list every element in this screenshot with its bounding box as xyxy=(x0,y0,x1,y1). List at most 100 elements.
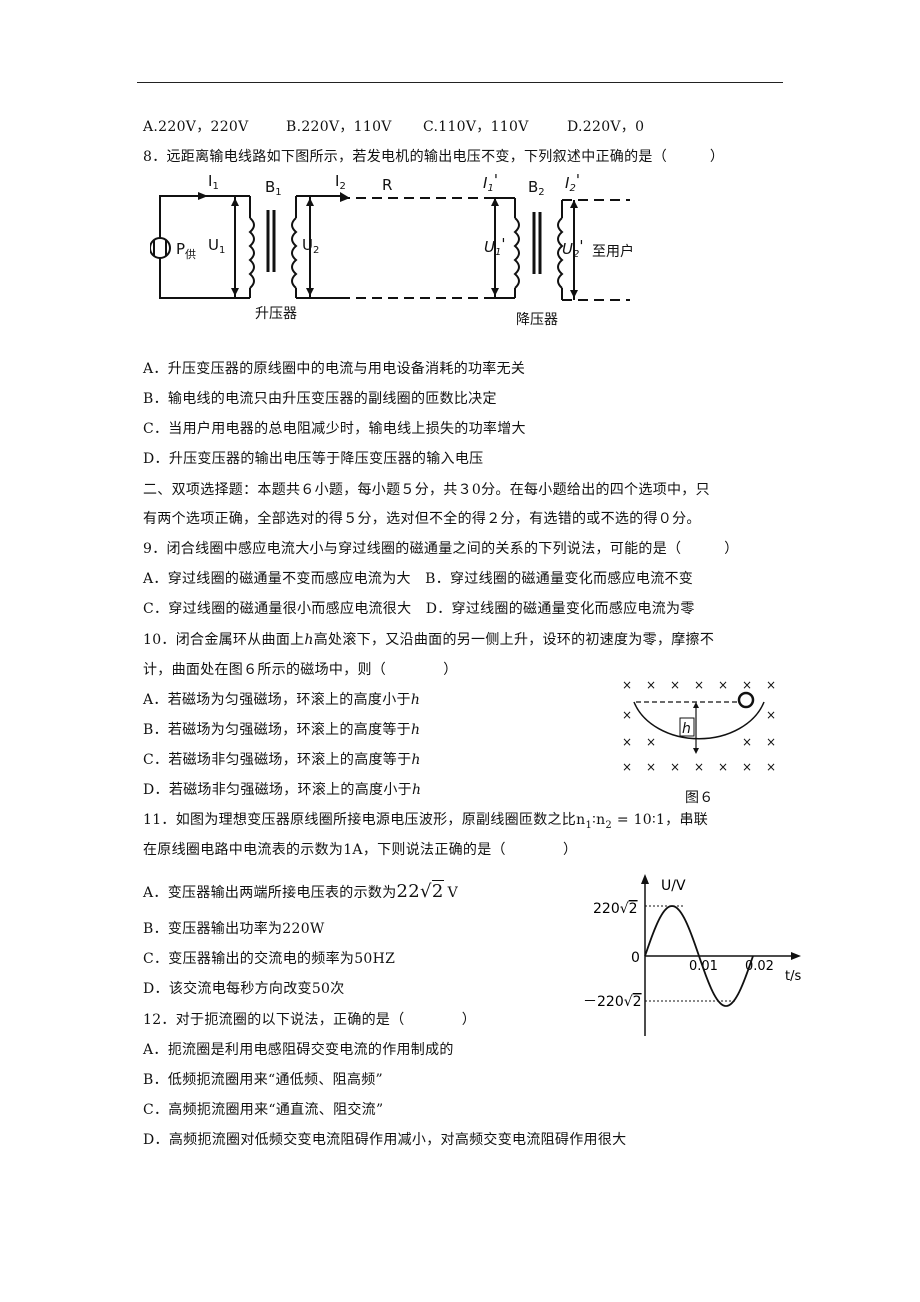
label-p-sub: 供 xyxy=(185,247,196,261)
q12-option-b: B．低频扼流圈用来“通低频、阻高频” xyxy=(143,1072,384,1088)
svg-text:I1': I1' xyxy=(483,171,498,194)
svg-text:×: × xyxy=(622,708,632,722)
q10-option-b: B．若磁场为匀强磁场，环滚上的高度等于h xyxy=(143,720,420,740)
y-axis-label: U/V xyxy=(661,878,686,894)
tick-y-neg-sqrt: √ xyxy=(624,994,633,1010)
svg-text:B2: B2 xyxy=(528,178,545,198)
tick-y-zero: 0 xyxy=(631,950,640,966)
q10-h: h xyxy=(304,632,314,648)
label-b1-sub: 1 xyxy=(275,187,281,198)
q11-line2: 在原线圈电路中电流表的示数为1A，下则说法正确的是（ ） xyxy=(143,842,578,858)
x-axis-label: t/s xyxy=(785,969,801,984)
svg-text:×: × xyxy=(694,760,704,774)
label-i1p-sub: 1 xyxy=(487,183,493,194)
label-b1: B xyxy=(265,178,275,196)
tick-y-pos-root: 2 xyxy=(629,901,638,917)
q8-option-a: A．升压变压器的原线圈中的电流与用电设备消耗的功率无关 xyxy=(143,361,526,377)
label-step-up: 升压器 xyxy=(255,306,297,322)
label-i2: I xyxy=(335,172,339,190)
top-option-a: A.220V，220V xyxy=(143,119,249,135)
svg-text:×: × xyxy=(742,760,752,774)
q12-option-d: D．高频扼流圈对低频交变电流阻碍作用减小，对高频交变电流阻碍作用很大 xyxy=(143,1132,627,1148)
label-i1: I xyxy=(208,172,212,190)
tick-y-neg-num: －220 xyxy=(583,994,624,1010)
label-u1p-sub: 1 xyxy=(495,247,501,258)
q8-option-d: D．升压变压器的输出电压等于降压变压器的输入电压 xyxy=(143,451,484,467)
q9-row1: A．穿过线圈的磁通量不变而感应电流为大 B．穿过线圈的磁通量变化而感应电流不变 xyxy=(143,571,694,587)
q11-option-a-text: A．变压器输出两端所接电压表的示数为 xyxy=(143,885,397,901)
field-crosses: ××××××× ×× ×××× ××××××× xyxy=(622,678,776,774)
svg-text:I1: I1 xyxy=(208,172,219,192)
q11-option-a-root: 2 xyxy=(431,880,444,902)
svg-text:×: × xyxy=(718,678,728,692)
label-u2p-prime: ' xyxy=(579,237,583,255)
label-i2p-prime: ' xyxy=(576,171,580,189)
q11-line1: 11．如图为理想变压器原线圈所接电源电压波形，原副线圈匝数之比n1∶n2 = 1… xyxy=(143,810,708,836)
q11-option-a-sqrt: √2 xyxy=(420,880,444,902)
top-option-b: B.220V，110V xyxy=(286,119,392,135)
svg-text:I2': I2' xyxy=(565,171,580,194)
q11-line1-a: 11．如图为理想变压器原线圈所接电源电压波形，原副线圈匝数之比 xyxy=(143,812,577,828)
svg-text:B1: B1 xyxy=(265,178,282,198)
label-u1: U xyxy=(208,236,219,254)
q10-option-c-text: C．若磁场非匀强磁场，环滚上的高度等于 xyxy=(143,752,412,768)
label-u2-sub: 2 xyxy=(313,245,319,256)
label-p: P xyxy=(176,240,185,258)
q10-option-a-text: A．若磁场为匀强磁场，环滚上的高度小于 xyxy=(143,692,411,708)
q10-line1: 10．闭合金属环从曲面上h高处滚下，又沿曲面的另一侧上升，设环的初速度为零，摩擦… xyxy=(143,630,714,650)
label-u1-sub: 1 xyxy=(219,245,225,256)
label-to-user: 至用户 xyxy=(592,243,634,260)
q12-option-a: A．扼流圈是利用电感阻碍交变电流的作用制成的 xyxy=(143,1042,454,1058)
q10-figure-caption: 图６ xyxy=(685,790,714,806)
svg-text:I2: I2 xyxy=(335,172,346,192)
label-b2: B xyxy=(528,178,538,196)
q10-option-d-h: h xyxy=(411,782,422,798)
q8-option-c: C．当用户用电器的总电阻减少时，输电线上损失的功率增大 xyxy=(143,421,526,437)
q10-option-d-text: D．若磁场非匀强磁场，环滚上的高度小于 xyxy=(143,782,412,798)
label-i2p-sub: 2 xyxy=(569,183,575,194)
q12-option-c: C．高频扼流圈用来“通直流、阻交流” xyxy=(143,1102,384,1118)
q11-n1-sub: 1 xyxy=(585,819,593,831)
label-i1-sub: 1 xyxy=(212,181,218,192)
q10-line1-a: 10．闭合金属环从曲面上 xyxy=(143,632,305,648)
q12-stem: 12．对于扼流圈的以下说法，正确的是（ ） xyxy=(143,1012,477,1028)
section2-line2: 有两个选项正确，全部选对的得５分，选对但不全的得２分，有选错的或不选的得０分。 xyxy=(143,511,701,527)
q9-row2: C．穿过线圈的磁通量很小而感应电流很大 D．穿过线圈的磁通量变化而感应电流为零 xyxy=(143,601,695,617)
svg-text:×: × xyxy=(742,678,752,692)
svg-text:P供: P供 xyxy=(176,240,196,261)
top-option-c: C.110V，110V xyxy=(423,119,529,135)
svg-text:×: × xyxy=(646,760,656,774)
q9-stem: 9．闭合线圈中感应电流大小与穿过线圈的磁通量之间的关系的下列说法，可能的是（ ） xyxy=(143,541,739,557)
q11-ratio-mid: ∶n xyxy=(592,812,606,828)
svg-text:×: × xyxy=(766,735,776,749)
svg-text:×: × xyxy=(718,760,728,774)
q10-option-c: C．若磁场非匀强磁场，环滚上的高度等于h xyxy=(143,750,421,770)
q11-n2-sub: 2 xyxy=(605,819,613,831)
q11-option-d: D．该交流电每秒方向改变50次 xyxy=(143,981,345,997)
q10-figure-h: h xyxy=(682,721,691,737)
svg-text:×: × xyxy=(766,678,776,692)
header-rule xyxy=(137,82,783,83)
x-axis-arrow xyxy=(791,952,801,960)
q10-figure-magnetic-field: ××××××× ×× ×××× ××××××× h xyxy=(622,678,776,774)
top-option-d: D.220V，0 xyxy=(567,119,645,135)
svg-text:×: × xyxy=(646,735,656,749)
label-u2: U xyxy=(302,236,313,254)
q11-option-a-value: 22 xyxy=(396,881,421,902)
q8-stem: 8．远距离输电线路如下图所示，若发电机的输出电压不变，下列叙述中正确的是（ ） xyxy=(143,149,725,165)
tick-y-pos-sqrt: √ xyxy=(620,901,629,917)
tick-y-pos-num: 220 xyxy=(593,901,620,917)
tick-y-neg: －220√2 xyxy=(583,994,642,1010)
q10-option-a: A．若磁场为匀强磁场，环滚上的高度小于h xyxy=(143,690,420,710)
q11-option-b: B．变压器输出功率为220W xyxy=(143,921,325,937)
q11-option-a-unit: V xyxy=(447,885,458,901)
section2-line1: 二、双项选择题：本题共６小题，每小题５分，共３0分。在每小题给出的四个选项中，只 xyxy=(143,482,710,498)
q10-line2: 计，曲面处在图６所示的磁场中，则（ ） xyxy=(143,662,458,678)
q10-option-c-h: h xyxy=(411,752,421,768)
label-i2p: I xyxy=(565,174,570,192)
svg-text:×: × xyxy=(670,760,680,774)
svg-text:×: × xyxy=(742,735,752,749)
label-u1p-prime: ' xyxy=(501,235,505,253)
label-r: R xyxy=(382,176,392,194)
